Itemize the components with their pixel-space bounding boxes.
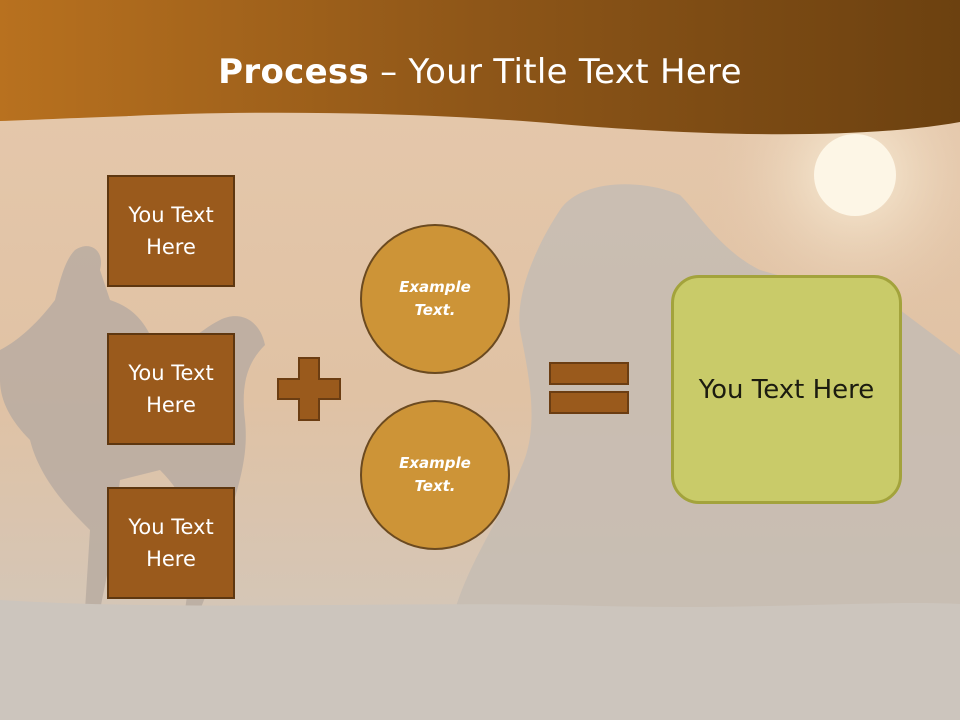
example-circle-2: Example Text. [360, 400, 510, 550]
input-box-3-label: You Text Here [128, 515, 214, 571]
example-circle-1-label: Example Text. [399, 278, 471, 319]
title-bold: Process [218, 52, 370, 92]
result-box: You Text Here [671, 275, 902, 504]
sun-shape [814, 134, 896, 216]
input-box-2-label: You Text Here [128, 361, 214, 417]
result-box-label: You Text Here [698, 374, 875, 405]
input-box-2: You Text Here [107, 333, 235, 445]
plus-icon [277, 357, 341, 421]
equals-icon [549, 362, 629, 414]
input-box-3: You Text Here [107, 487, 235, 599]
slide-title: Process – Your Title Text Here [0, 52, 960, 92]
title-rest: – Your Title Text Here [369, 52, 742, 92]
example-circle-1: Example Text. [360, 224, 510, 374]
ground [0, 600, 960, 720]
input-box-1-label: You Text Here [128, 203, 214, 259]
example-circle-2-label: Example Text. [399, 454, 471, 495]
input-box-1: You Text Here [107, 175, 235, 287]
header-band [0, 0, 960, 135]
